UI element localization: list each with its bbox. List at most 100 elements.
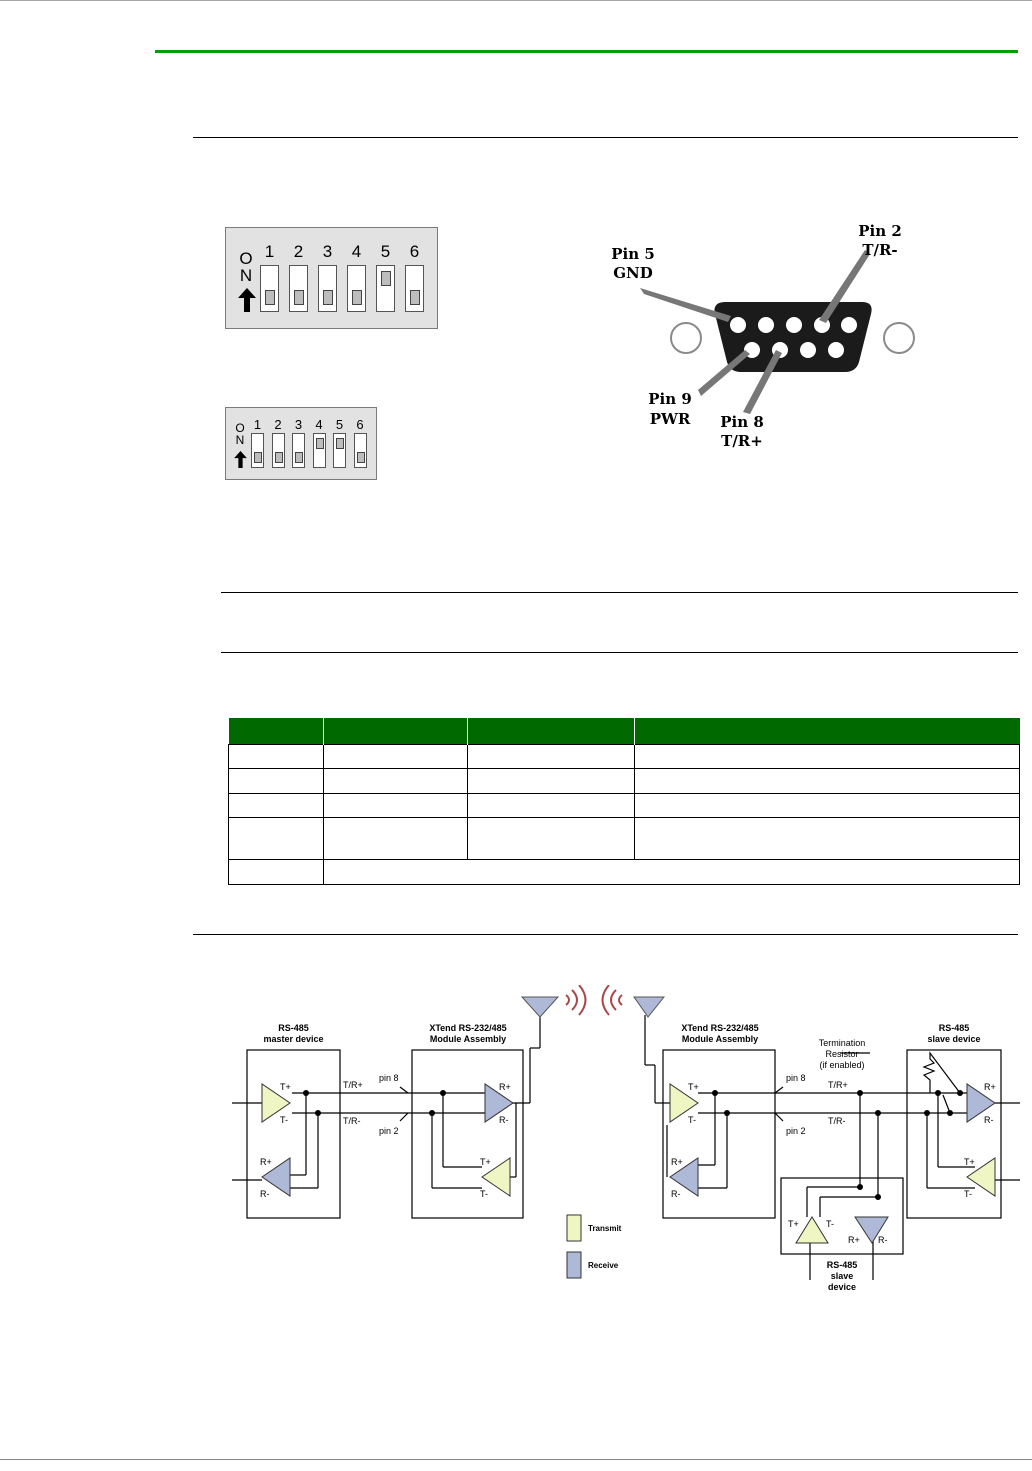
switch-number-3: 3	[322, 242, 333, 261]
receive-triangle	[669, 1157, 699, 1197]
up-arrow-icon	[234, 451, 247, 473]
receive-triangle	[966, 1083, 996, 1123]
antenna-left	[520, 996, 560, 1018]
dip-switch-1[interactable]	[251, 433, 264, 468]
switch-toggle	[323, 290, 333, 305]
receive-triangle	[484, 1083, 514, 1123]
dip-switch-2[interactable]	[271, 433, 285, 468]
right-module-t-minus: T-	[688, 1115, 696, 1125]
pin9-signal: PWR	[650, 410, 691, 428]
dip-switch-4[interactable]	[312, 433, 326, 468]
dip-switch-4[interactable]	[347, 265, 366, 312]
transmit-triangle	[261, 1083, 291, 1123]
right-module-t-plus: T+	[688, 1082, 699, 1092]
table-row	[228, 793, 1020, 818]
dip-switch-3[interactable]	[292, 433, 305, 468]
left-module-r-plus: R+	[499, 1082, 511, 1092]
dip-switch-6[interactable]	[353, 433, 367, 468]
footer-rule	[0, 1459, 1032, 1460]
master-device-title: RS-485 master device	[263, 1023, 324, 1044]
pin8-leader	[743, 350, 782, 414]
table-row	[228, 744, 1020, 769]
switch-number-1: 1	[253, 417, 262, 432]
switch-toggle	[254, 452, 262, 463]
legend-transmit-swatch	[566, 1214, 582, 1242]
switch-number-2: 2	[293, 242, 304, 261]
table-row	[228, 768, 1020, 794]
rs485-wiring-diagram: RS-485 master device XTend RS-232/485 Mo…	[230, 985, 1020, 1295]
transmit-triangle	[669, 1083, 699, 1123]
switch-toggle	[356, 452, 365, 463]
switch-toggle	[274, 452, 283, 463]
transmit-triangle	[481, 1157, 511, 1197]
header-rule	[155, 50, 1018, 53]
slave-bottom-title: RS-485 slave device	[826, 1260, 858, 1292]
dip-switch-6[interactable]	[405, 265, 424, 312]
right-module-r-minus: R-	[671, 1189, 681, 1199]
pin2-signal: T/R-	[862, 241, 897, 259]
dip-switch-2[interactable]	[289, 265, 308, 312]
db9-connector-diagram: Pin 5 GND Pin 2 T/R- Pin 9 PWR Pin 8 T/R…	[611, 222, 915, 450]
pin5-leader	[640, 288, 731, 322]
note-divider-bottom	[221, 652, 1018, 653]
pin5-signal: GND	[613, 264, 653, 282]
pin-table	[228, 718, 1020, 885]
dip-switch-5[interactable]	[333, 433, 346, 468]
dip-switch-5[interactable]	[376, 265, 395, 312]
right-module-r-plus: R+	[671, 1157, 683, 1167]
master-t-minus: T-	[280, 1115, 288, 1125]
master-tr-minus: T/R-	[343, 1116, 361, 1126]
left-module-t-minus: T-	[480, 1189, 488, 1199]
pin2-leader	[819, 250, 870, 323]
pin5-name: Pin 5	[611, 245, 655, 263]
dip-switch-1[interactable]	[260, 265, 279, 312]
left-module-r-minus: R-	[499, 1115, 509, 1125]
master-r-minus: R-	[260, 1189, 270, 1199]
slave-r-minus: R-	[984, 1115, 994, 1125]
right-pin8-label: pin 8	[786, 1073, 806, 1083]
module-right-title: XTend RS-232/485 Module Assembly	[681, 1023, 759, 1044]
up-arrow-icon	[238, 288, 256, 317]
slave-right-title: RS-485 slave device	[927, 1023, 981, 1044]
module-right-box	[662, 1049, 776, 1219]
pin2-name: Pin 2	[858, 222, 902, 240]
switch-toggle	[294, 290, 304, 305]
bottom-slave-r-plus: R+	[848, 1235, 860, 1245]
mounting-hole	[883, 322, 915, 354]
module-left-title: XTend RS-232/485 Module Assembly	[429, 1023, 507, 1044]
switch-number-2: 2	[274, 417, 282, 432]
transmit-triangle	[966, 1157, 996, 1197]
switch-number-4: 4	[351, 242, 362, 261]
legend-receive-swatch	[566, 1251, 582, 1279]
switch-number-5: 5	[380, 242, 391, 261]
switch-toggle	[315, 438, 324, 449]
bottom-slave-t-plus: T+	[788, 1219, 799, 1229]
dip-switch-3[interactable]	[318, 265, 337, 312]
master-device-box	[246, 1049, 341, 1219]
pin8-name: Pin 8	[720, 413, 764, 431]
switch-number-3: 3	[294, 417, 303, 432]
master-r-plus: R+	[260, 1157, 272, 1167]
switch-toggle	[265, 290, 275, 305]
right-pin2-label: pin 2	[786, 1126, 806, 1136]
table-row	[228, 859, 1020, 885]
legend-receive-label: Receive	[588, 1261, 619, 1270]
right-tr-plus: T/R+	[828, 1080, 848, 1090]
antenna-right	[633, 996, 666, 1018]
table-header-row	[228, 718, 1020, 745]
left-pin8-label: pin 8	[379, 1073, 399, 1083]
transmit-triangle	[795, 1216, 829, 1244]
top-page-rule	[0, 0, 1032, 1]
switch-toggle	[410, 290, 420, 305]
pin8-signal: T/R+	[721, 432, 763, 450]
bottom-slave-r-minus: R-	[878, 1235, 888, 1245]
switch-toggle	[352, 290, 362, 305]
pin9-leader	[698, 350, 750, 396]
slave-bottom-box	[780, 1177, 904, 1255]
switch-number-5: 5	[335, 417, 344, 432]
switch-number-1: 1	[264, 242, 275, 261]
left-pin2-label: pin 2	[379, 1126, 399, 1136]
